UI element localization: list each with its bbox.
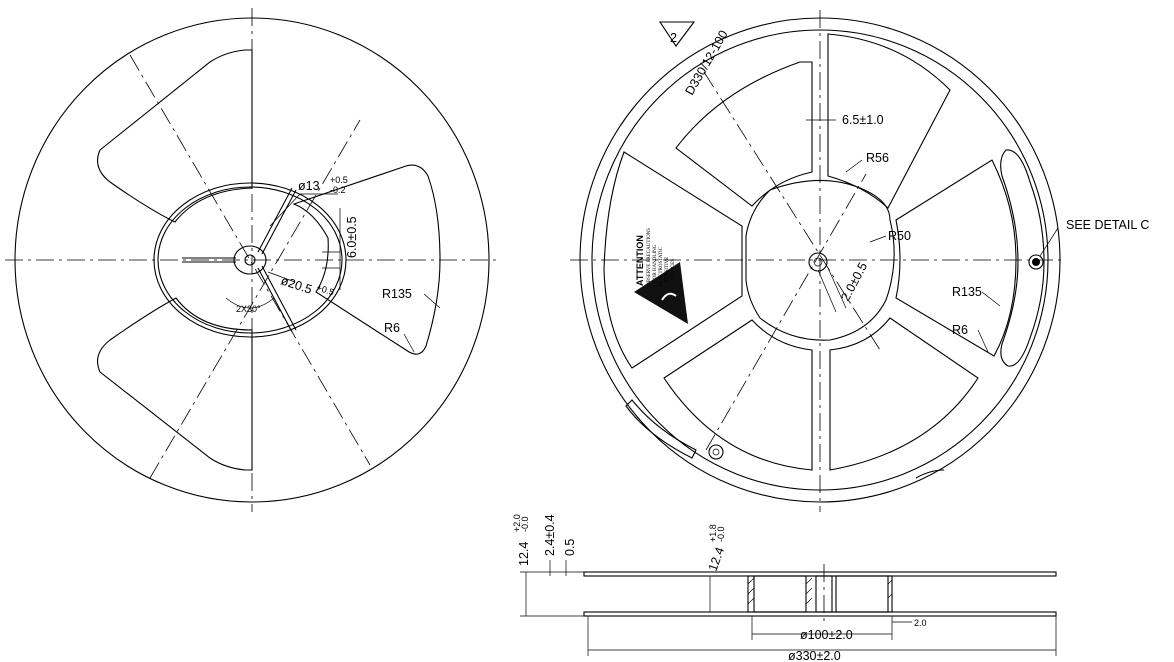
left-outer-radius: R135	[382, 287, 412, 301]
right-window-top-right	[827, 33, 951, 209]
esd-line5: DEVICES	[671, 259, 676, 280]
right-window-top-left	[675, 61, 813, 207]
left-cutout-top	[97, 49, 253, 223]
esd-title: ATTENTION	[635, 235, 645, 286]
overall-width-tol-lower: -0.0	[520, 516, 530, 532]
left-hub-hole-dim: ø13	[298, 179, 320, 193]
right-reel-view	[570, 10, 1064, 512]
part-code: D330/12-100	[682, 28, 730, 98]
revision-triangle	[658, 21, 696, 47]
left-slot-dim: 6.0±0.5	[345, 216, 359, 258]
inner-width-tol-lower: -0.0	[716, 526, 726, 542]
left-reel-view	[5, 8, 500, 512]
right-window-bottom-left	[663, 319, 813, 471]
detail-callout: SEE DETAIL C	[1066, 218, 1149, 232]
right-corner-radius: R6	[952, 323, 968, 337]
esd-line3: ELECTROSTATIC	[659, 246, 664, 286]
left-corner-radius: R6	[384, 321, 400, 335]
left-spindle-tol: +0.5	[315, 282, 335, 297]
overall-width-dim: 12.4	[517, 542, 531, 566]
right-window-bottom-right	[829, 317, 979, 471]
wall-dim: 0.5	[563, 539, 577, 556]
left-spindle-dim: ø20.5	[279, 274, 314, 297]
side-section-view	[520, 560, 1057, 656]
left-hub-inner	[157, 186, 343, 334]
inner-radius-dim: R50	[888, 229, 911, 243]
inner-width-tol-upper: +1.8	[708, 524, 718, 542]
esd-line4: SENSITIVE	[665, 257, 670, 282]
right-outer-radius: R135	[952, 285, 982, 299]
left-hub-hole-tol-upper: +0.5	[330, 175, 348, 185]
esd-warning-symbol	[634, 262, 688, 324]
flange-thickness-dim: 2.4±0.4	[543, 514, 557, 556]
right-window-right	[895, 159, 1017, 357]
side-hub-section	[747, 575, 893, 613]
left-hub-hole-tol-lower: -0.2	[330, 185, 346, 195]
hub-diameter-dim: ø100±2.0	[800, 628, 853, 642]
left-cutout-bottom	[97, 297, 253, 471]
esd-line2: FOR HANDLING	[653, 244, 658, 282]
right-window-left	[603, 151, 743, 369]
right-bottom-hole	[708, 444, 724, 460]
reel-diameter-dim: ø330±2.0	[788, 649, 841, 662]
revision-number: 2	[670, 31, 677, 45]
right-rim-slot-bottom	[625, 399, 697, 459]
overall-width-tol-upper: +2.0	[512, 514, 522, 532]
slot-width-dim: 2.0±0.5	[838, 260, 870, 303]
right-center-hole	[808, 252, 828, 272]
gap-dim: 2.0	[914, 618, 927, 628]
hub-radius-dim: R56	[866, 151, 889, 165]
right-detail-hole	[1028, 254, 1044, 270]
spoke-width-dim: 6.5±1.0	[842, 113, 884, 127]
inner-width-dim: 12.4	[706, 545, 727, 573]
right-rim-slot-right	[1000, 149, 1045, 367]
left-angle-dim: 2X30°	[236, 304, 261, 314]
side-top-flange	[583, 571, 1057, 577]
side-bottom-flange	[583, 611, 1057, 617]
esd-line1: OBSERVE PRECAUTIONS	[647, 228, 652, 286]
